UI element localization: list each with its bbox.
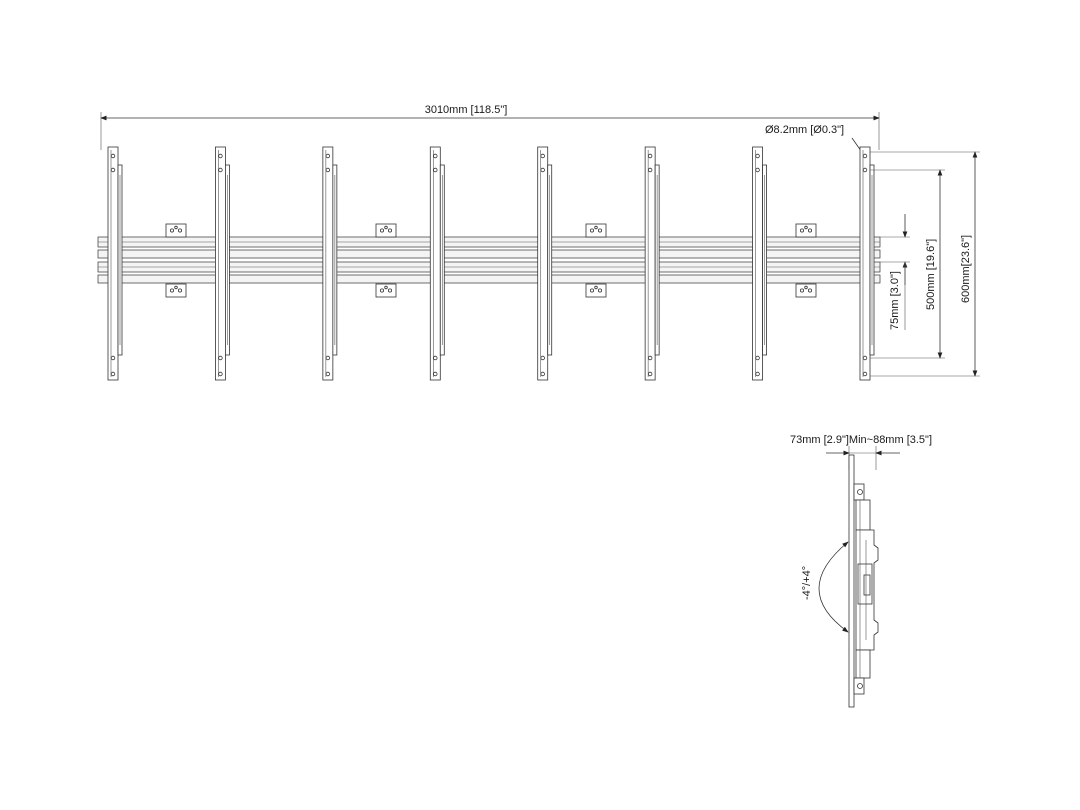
clamp <box>585 283 607 298</box>
front-view: 3010mm [118.5"] Ø8.2mm [Ø0.3"] <box>97 104 980 381</box>
bracket <box>429 146 445 381</box>
tilt-label: -4°/+4° <box>801 566 813 600</box>
depth-dimension: 73mm [2.9"]Min~88mm [3.5"] <box>790 434 932 470</box>
total-width-dimension: 3010mm [118.5"] <box>100 104 880 150</box>
side-view: 73mm [2.9"]Min~88mm [3.5"] -4°/+ <box>790 434 932 708</box>
bracket <box>537 146 553 381</box>
vertical-brackets <box>107 146 875 381</box>
mount-profile <box>853 483 879 695</box>
bracket <box>215 146 230 381</box>
height-dimensions: 75mm [3.0"] 500mm [19.6"] 600mm[23.6"] <box>870 151 980 377</box>
clamp <box>585 223 607 238</box>
bracket <box>107 146 123 381</box>
display-panel <box>848 454 855 708</box>
hole-diameter-callout: Ø8.2mm [Ø0.3"] <box>765 124 867 159</box>
hole-diameter-label: Ø8.2mm [Ø0.3"] <box>765 124 844 136</box>
bracket <box>644 146 660 381</box>
side-depth-label: 73mm [2.9"]Min~88mm [3.5"] <box>790 434 932 446</box>
clamp <box>795 283 817 298</box>
total-width-label: 3010mm [118.5"] <box>425 104 508 116</box>
inner-height-label: 500mm [19.6"] <box>925 239 937 310</box>
tilt-indicator: -4°/+4° <box>801 541 849 633</box>
bracket <box>752 146 767 381</box>
outer-height-label: 600mm[23.6"] <box>960 235 972 303</box>
clamp <box>165 283 187 298</box>
clamp <box>165 223 187 238</box>
clamp <box>375 283 397 298</box>
rail-clamps <box>165 223 817 298</box>
clamp <box>795 223 817 238</box>
rail-spacing-label: 75mm [3.0"] <box>889 271 901 330</box>
bracket <box>322 146 338 381</box>
bracket <box>859 146 875 381</box>
clamp <box>375 223 397 238</box>
